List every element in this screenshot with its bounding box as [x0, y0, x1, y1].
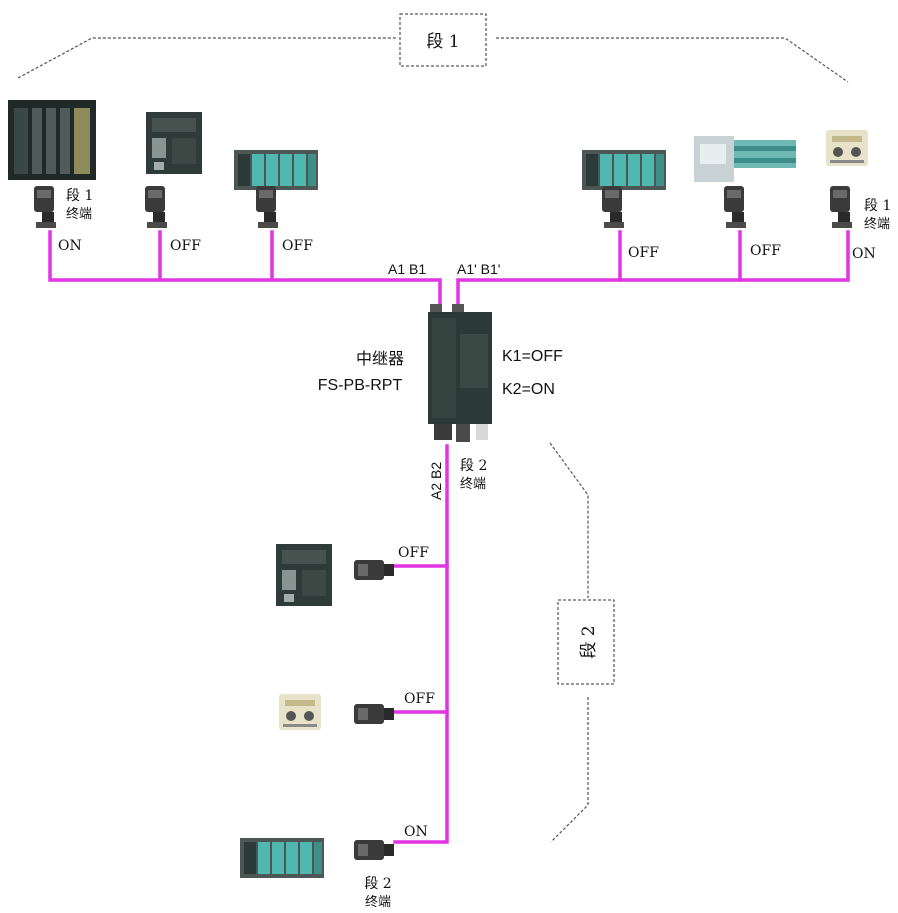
bus-connector-seg2-1 — [354, 560, 394, 580]
cable-segment1-right — [456, 230, 850, 308]
segment2-repeater-end-line2: 终端 — [460, 476, 486, 492]
segment2-bracket-lower — [550, 697, 589, 843]
segment2-bracket — [549, 442, 589, 598]
connector-state-seg2-3: ON — [404, 824, 428, 840]
io-rack-seg2 — [240, 838, 324, 878]
segment2-box-label: 段 2 — [579, 625, 599, 658]
small-io-device-top — [826, 130, 868, 166]
connector-state-2: OFF — [170, 238, 201, 254]
segment1-bracket — [17, 37, 398, 79]
io-terminal-block — [694, 136, 796, 182]
bus-connector-2 — [145, 186, 167, 228]
bus-connector-6 — [830, 186, 852, 228]
segment1-right-end-label-line1: 段 1 — [864, 198, 891, 214]
cable-segment2-trunk — [393, 444, 449, 844]
segment2-bottom-end-line2: 终端 — [365, 894, 391, 910]
repeater-port-bottom: A2 B2 — [428, 462, 444, 500]
connector-state-1: ON — [58, 238, 82, 254]
s7-400-rack — [8, 100, 96, 180]
segment1-box — [399, 13, 487, 67]
connector-state-6: ON — [852, 246, 876, 262]
segment1-box-label: 段 1 — [426, 32, 459, 52]
repeater-port-left: A1 B1 — [388, 261, 426, 277]
connector-state-4: OFF — [628, 245, 659, 261]
repeater-switch-k2: K2=ON — [502, 381, 555, 398]
bus-connector-3 — [256, 186, 278, 228]
repeater-model: FS-PB-RPT — [318, 377, 403, 394]
connector-state-5: OFF — [750, 243, 781, 259]
segment2-box — [557, 599, 615, 685]
connector-state-3: OFF — [282, 238, 313, 254]
compact-plc-device — [146, 112, 202, 174]
segment1-left-end-label-line2: 终端 — [66, 206, 92, 222]
repeater-device — [428, 304, 492, 442]
bus-connector-1 — [34, 186, 56, 228]
repeater-port-right: A1' B1' — [457, 261, 500, 277]
repeater-name: 中继器 — [356, 350, 404, 368]
cable-segment1-left — [48, 230, 442, 308]
segment1-right-end-label-line2: 终端 — [864, 216, 890, 232]
io-rack-2 — [582, 150, 666, 190]
segment2-bottom-end-line1: 段 2 — [364, 876, 391, 892]
segment2-repeater-end-line1: 段 2 — [460, 458, 487, 474]
connector-state-seg2-2: OFF — [404, 691, 435, 707]
bus-connector-seg2-3 — [354, 840, 394, 860]
repeater-switch-k1: K1=OFF — [502, 348, 563, 365]
bus-connector-seg2-2 — [354, 704, 394, 724]
compact-plc-device-seg2 — [276, 544, 332, 606]
bus-connector-5 — [724, 186, 746, 228]
small-io-device-seg2 — [279, 694, 321, 730]
segment1-left-end-label-line1: 段 1 — [66, 188, 93, 204]
io-rack-1 — [234, 150, 318, 190]
segment1-bracket-right — [496, 37, 849, 83]
connector-state-seg2-1: OFF — [398, 545, 429, 561]
bus-connector-4 — [602, 186, 624, 228]
